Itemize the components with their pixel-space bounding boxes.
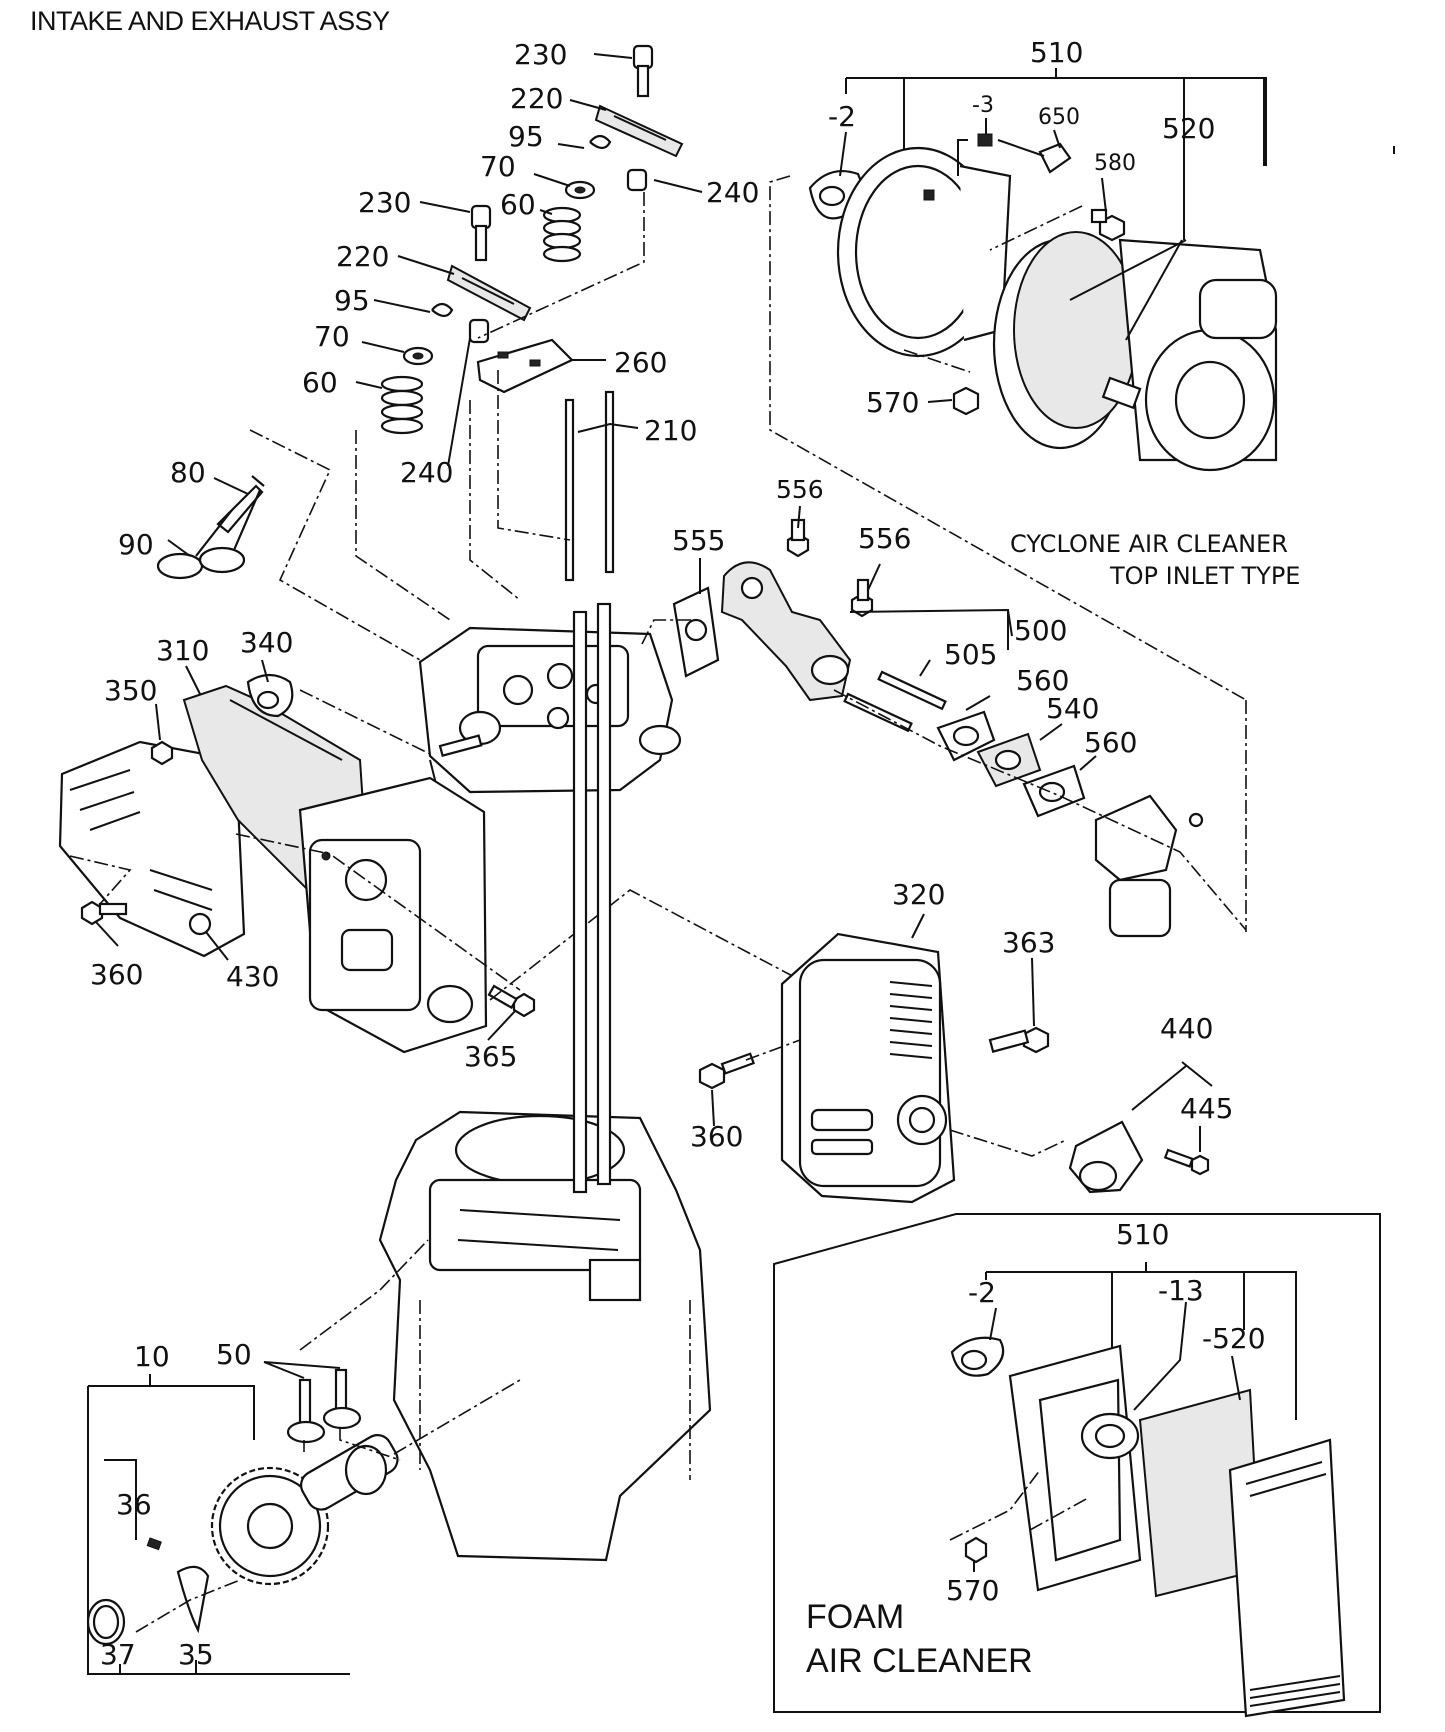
leader-lines-left	[69, 659, 801, 1041]
callout-95-top: 95	[508, 120, 544, 153]
callout-560-top: 560	[1016, 664, 1069, 697]
muffler-assembly	[58, 673, 536, 1054]
callout-37: 37	[100, 1638, 136, 1671]
cyclone-caption-line1: CYCLONE AIR CLEANER	[1010, 530, 1288, 558]
callout-363: 363	[1002, 926, 1055, 959]
callout-95-mid: 95	[334, 284, 370, 317]
callout-556-mid: 556	[858, 522, 911, 555]
callout-540: 540	[1046, 692, 1099, 725]
foam-air-cleaner-inset	[773, 1213, 1381, 1718]
foam-caption-line2: AIR CLEANER	[806, 1642, 1033, 1680]
callout-520-cyclone: 520	[1162, 112, 1215, 145]
callout-555: 555	[672, 524, 725, 557]
valve-train-lower	[156, 204, 615, 582]
callout-570-cyclone: 570	[866, 386, 919, 419]
callout-230-mid: 230	[358, 186, 411, 219]
callout-36: 36	[116, 1488, 152, 1521]
callout-210: 210	[644, 414, 697, 447]
cyclone-air-cleaner	[769, 68, 1278, 701]
callout-505: 505	[944, 638, 997, 671]
callout-50: 50	[216, 1338, 252, 1371]
callout-260: 260	[614, 346, 667, 379]
callout-240-mid: 240	[400, 456, 453, 489]
callout-556-top: 556	[776, 475, 824, 504]
callout-60-mid: 60	[302, 366, 338, 399]
callout-340: 340	[240, 626, 293, 659]
callout-230-top: 230	[514, 38, 567, 71]
callout-360-right: 360	[690, 1120, 743, 1153]
callout-440: 440	[1160, 1012, 1213, 1045]
callout-70-top: 70	[480, 150, 516, 183]
callout-360-left: 360	[90, 958, 143, 991]
callout-510-foam: 510	[1116, 1218, 1169, 1251]
callout-510-cyclone: 510	[1030, 36, 1083, 69]
callout-minus2-foam: -2	[968, 1276, 996, 1309]
callout-minus520-foam: -520	[1202, 1322, 1266, 1355]
leader-lines-intake	[641, 505, 1247, 932]
callout-35: 35	[178, 1638, 214, 1671]
captions: CYCLONE AIR CLEANER TOP INLET TYPE FOAM …	[806, 530, 1300, 1680]
callout-430: 430	[226, 960, 279, 993]
callout-310: 310	[156, 634, 209, 667]
callout-650: 650	[1038, 105, 1080, 130]
callout-445: 445	[1180, 1092, 1233, 1125]
callout-60-top: 60	[500, 188, 536, 221]
cylinder-head	[418, 626, 682, 801]
callout-350: 350	[104, 674, 157, 707]
callout-320: 320	[892, 878, 945, 911]
callout-90: 90	[118, 528, 154, 561]
callout-minus2-cyclone: -2	[828, 100, 856, 133]
callout-10: 10	[134, 1340, 170, 1373]
callout-365: 365	[464, 1040, 517, 1073]
callout-minus13: -13	[1158, 1274, 1204, 1307]
callout-labels: 230 220 95 70 60 240 230 220 95 70 60 24…	[90, 36, 1266, 1671]
dash-lines-upper	[249, 192, 645, 661]
engine-block	[378, 602, 712, 1562]
foam-caption-line1: FOAM	[806, 1598, 904, 1636]
callout-570-foam: 570	[946, 1574, 999, 1607]
intake-assembly	[672, 518, 1204, 938]
callout-560-bottom: 560	[1084, 726, 1137, 759]
callout-220-mid: 220	[336, 240, 389, 273]
camshaft-assembly	[86, 1239, 521, 1675]
cyclone-caption-line2: TOP INLET TYPE	[1109, 562, 1300, 590]
callout-minus3: -3	[972, 93, 994, 118]
leader-lines-upper	[167, 53, 703, 557]
page-title: INTAKE AND EXHAUST ASSY	[30, 6, 390, 36]
callout-580: 580	[1094, 151, 1136, 176]
valve-train-upper	[542, 44, 684, 263]
callout-220-top: 220	[510, 82, 563, 115]
callout-80: 80	[170, 456, 206, 489]
muffler-cover	[698, 913, 1213, 1204]
callout-70-mid: 70	[314, 320, 350, 353]
callout-500: 500	[1014, 614, 1067, 647]
callout-240-top: 240	[706, 176, 759, 209]
